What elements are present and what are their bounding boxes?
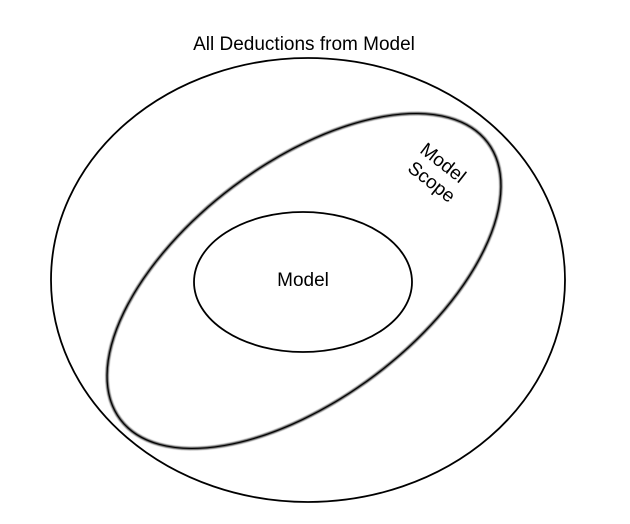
model-scope-label: Model Scope [402,139,473,208]
all-deductions-label: All Deductions from Model [193,34,415,55]
model-ellipse [193,211,413,353]
all-deductions-ellipse [50,57,566,503]
model-scope-ellipse [105,111,503,451]
model-label: Model [277,270,329,291]
